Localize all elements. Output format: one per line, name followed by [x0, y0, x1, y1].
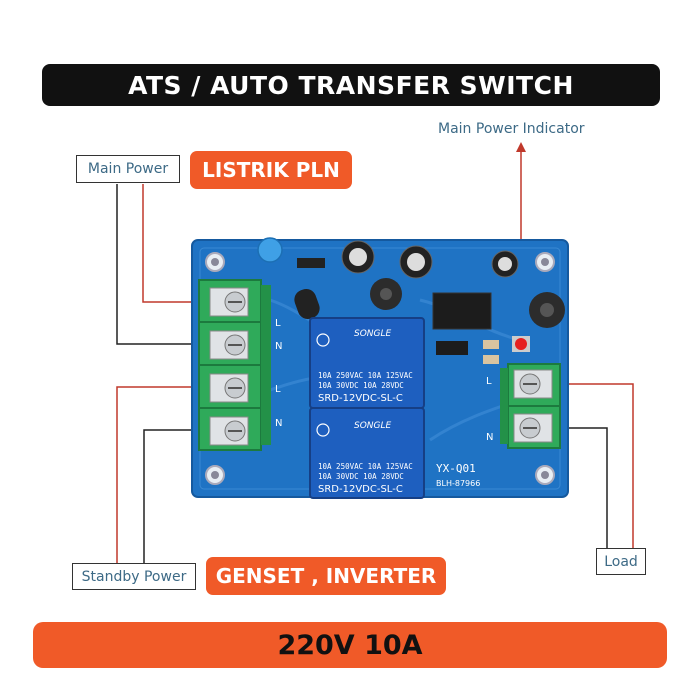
- main-power-label: Main Power: [76, 155, 180, 183]
- power-led-icon: [515, 338, 527, 350]
- mounting-holes: [205, 252, 555, 485]
- right-terminal-screws: [513, 369, 553, 443]
- varistor: [257, 237, 283, 263]
- relay-top-rating-2: 10A 30VDC 10A 28VDC: [318, 381, 404, 390]
- ic-chip: [432, 292, 492, 330]
- relay-bottom-brand: SONGLE: [354, 421, 392, 431]
- main-power-red-wire: [142, 184, 212, 303]
- right-terminal-l: L: [486, 376, 492, 387]
- relay-bottom-rating-1: 10A 250VAC 10A 125VAC: [318, 462, 413, 471]
- right-terminal-n: N: [486, 432, 493, 443]
- main-source-badge: LISTRIK PLN: [190, 151, 352, 189]
- relay-bottom-model: SRD-12VDC-SL-C: [318, 484, 403, 495]
- fuse: [294, 288, 320, 320]
- main-power-black-wire: [116, 184, 212, 345]
- standby-source-badge: GENSET , INVERTER: [206, 557, 446, 595]
- standby-power-label: Standby Power: [72, 563, 196, 590]
- main-power-indicator-label: Main Power Indicator: [438, 121, 585, 137]
- relay-top-rating-1: 10A 250VAC 10A 125VAC: [318, 371, 413, 380]
- relay-bottom: [309, 407, 425, 499]
- footer-rating-bar: 220V 10A: [33, 622, 667, 668]
- load-label: Load: [596, 548, 646, 575]
- left-terminal-n-top: N: [275, 341, 282, 352]
- left-terminal-screws: [209, 287, 249, 446]
- relay-bottom-rating-2: 10A 30VDC 10A 28VDC: [318, 472, 404, 481]
- standby-black-wire: [143, 429, 212, 563]
- standby-red-wire: [116, 386, 212, 563]
- relay-top-brand: SONGLE: [354, 329, 392, 339]
- left-terminal-n-bottom: N: [275, 418, 282, 429]
- load-red-wire: [548, 383, 634, 548]
- resistor: [436, 341, 468, 355]
- capacitors: [341, 240, 565, 328]
- left-terminal-l-top: L: [275, 318, 281, 329]
- left-terminal-l-bottom: L: [275, 384, 281, 395]
- board-model: YX-Q01: [436, 462, 476, 475]
- indicator-arrow-icon: [516, 142, 526, 152]
- title-bar: ATS / AUTO TRANSFER SWITCH: [42, 64, 660, 106]
- board-code: BLH-87966: [436, 479, 480, 488]
- smd-1: [483, 340, 499, 349]
- relay-top-model: SRD-12VDC-SL-C: [318, 393, 403, 404]
- smd-2: [483, 355, 499, 364]
- diode: [297, 258, 325, 268]
